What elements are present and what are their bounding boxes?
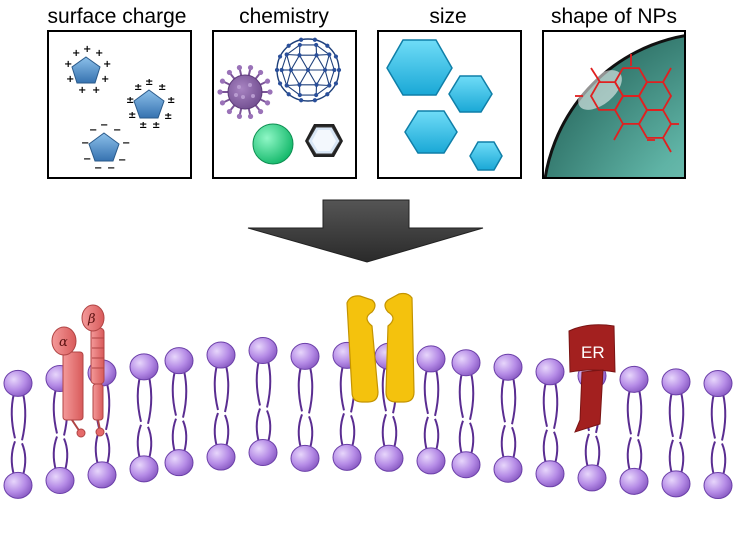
svg-text:+: + <box>103 59 111 70</box>
negative-signs: − − − − − − − − − <box>81 120 130 174</box>
panel-label-surface-charge: surface charge <box>48 5 187 28</box>
svg-text:±: ± <box>158 82 166 93</box>
panel-label-size: size <box>429 5 466 28</box>
svg-text:−: − <box>100 120 108 131</box>
svg-text:±: ± <box>152 120 160 131</box>
svg-text:−: − <box>81 138 89 149</box>
svg-text:+: + <box>95 48 103 59</box>
positive-charged-pentagon: + + + + + + + + + <box>64 44 111 96</box>
hexagonal-crystal <box>305 124 343 157</box>
panel-surface-charge: + + + + + + + + + ± ± ± ± ± ± ± ± <box>47 30 192 179</box>
mixed-charged-pentagon: ± ± ± ± ± ± ± ± ± <box>126 77 175 131</box>
panel-chemistry <box>212 30 357 179</box>
integrin-alpha-subunit: α <box>51 326 86 438</box>
lipid-bilayer <box>3 336 733 500</box>
ion-channel <box>346 292 415 403</box>
green-sphere <box>252 123 294 165</box>
svg-text:±: ± <box>167 95 175 106</box>
alpha-label: α <box>59 335 68 350</box>
svg-text:±: ± <box>128 110 136 121</box>
svg-text:+: + <box>78 85 86 96</box>
svg-text:+: + <box>66 74 74 85</box>
integrin-beta-subunit: β <box>81 304 105 437</box>
negative-charged-pentagon: − − − − − − − − − <box>81 120 130 174</box>
svg-text:±: ± <box>139 120 147 131</box>
svg-text:+: + <box>92 85 100 96</box>
svg-text:−: − <box>89 125 97 136</box>
svg-text:−: − <box>113 125 121 136</box>
panel-shape <box>542 30 686 179</box>
er-label: ER <box>581 343 605 362</box>
svg-text:+: + <box>72 48 80 59</box>
svg-text:−: − <box>118 155 126 166</box>
svg-text:+: + <box>101 74 109 85</box>
beta-label: β <box>87 312 96 327</box>
svg-text:±: ± <box>164 111 172 122</box>
panel-label-shape: shape of NPs <box>551 5 677 28</box>
fullerene-cage <box>274 37 342 103</box>
panel-label-chemistry: chemistry <box>239 5 329 28</box>
mixed-signs: ± ± ± ± ± ± ± ± ± <box>126 77 175 131</box>
er-receptor: ER <box>568 324 616 433</box>
positive-signs: + + + + + + + + + <box>64 44 111 96</box>
svg-text:−: − <box>83 154 91 165</box>
hexagon-medium-large <box>404 110 458 154</box>
hexagon-small <box>469 141 503 171</box>
integrin-receptor: α β <box>51 304 105 438</box>
svg-text:±: ± <box>145 77 153 88</box>
down-arrow <box>247 199 484 263</box>
svg-text:±: ± <box>134 82 142 93</box>
svg-text:+: + <box>83 44 91 55</box>
hexagon-medium <box>448 75 493 113</box>
svg-text:±: ± <box>126 95 134 106</box>
svg-text:−: − <box>122 138 130 149</box>
svg-text:+: + <box>64 59 72 70</box>
graphene-lattice <box>575 54 679 153</box>
hexagon-large <box>386 39 453 96</box>
virus-particle <box>217 65 273 119</box>
svg-text:−: − <box>107 163 115 174</box>
large-sphere <box>543 34 685 178</box>
panel-size <box>377 30 522 179</box>
svg-text:−: − <box>94 163 102 174</box>
